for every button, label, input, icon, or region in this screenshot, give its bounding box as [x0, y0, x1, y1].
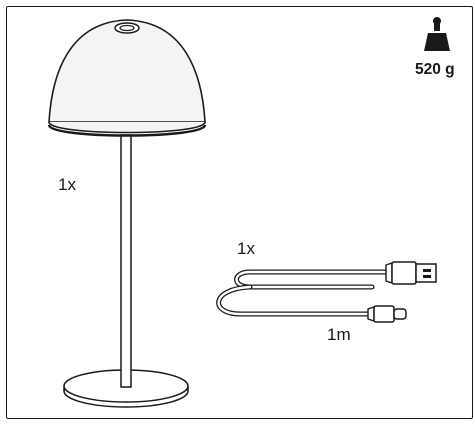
cable-quantity-label: 1x	[237, 239, 255, 258]
weight-value: 520 g	[415, 61, 455, 78]
usb-c-plug	[367, 305, 407, 323]
usb-cable	[216, 269, 393, 317]
usb-a-plug	[385, 261, 437, 285]
lamp-shade	[47, 19, 207, 137]
lamp-base	[63, 369, 189, 408]
lamp-stem	[120, 134, 132, 388]
cable-length-label: 1m	[327, 325, 351, 344]
touch-button	[114, 22, 140, 34]
weight-icon	[424, 17, 450, 51]
lamp-quantity-label: 1x	[58, 175, 76, 194]
